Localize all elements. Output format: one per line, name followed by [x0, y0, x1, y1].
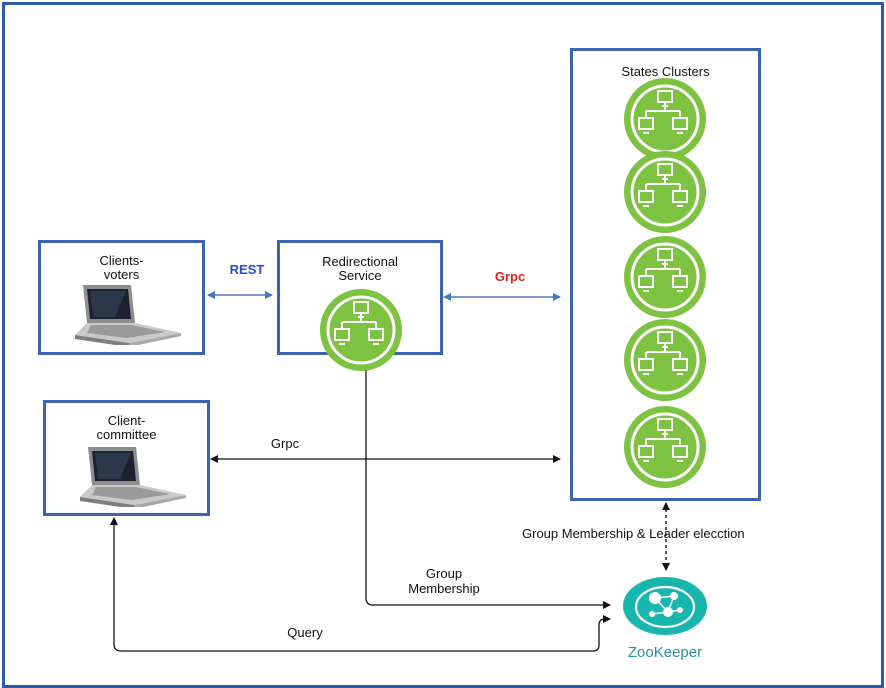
redirectional-service-label: Redirectional Service — [322, 254, 398, 283]
server-cluster-icon — [624, 78, 706, 160]
zookeeper-label: ZooKeeper — [627, 644, 703, 661]
zookeeper-cloud-icon — [623, 577, 707, 635]
laptop-icon — [75, 285, 181, 345]
states-clusters-label: States Clusters — [621, 64, 710, 79]
client-committee-box: Client- committee — [43, 400, 210, 516]
clients-voters-box: Clients- voters — [38, 240, 205, 355]
rest-label: REST — [229, 262, 265, 277]
query-arrow — [110, 517, 611, 652]
server-cluster-icon — [624, 406, 706, 488]
leader-election-label: Group Membership & Leader elecction — [522, 526, 745, 541]
query-label: Query — [287, 625, 323, 640]
grpc-committee-clusters-label: Grpc — [270, 436, 300, 451]
server-cluster-icon — [624, 319, 706, 401]
group-membership-label: Group Membership — [408, 566, 480, 596]
clients-voters-label: Clients- voters — [99, 253, 144, 282]
server-cluster-icon — [624, 151, 706, 233]
grpc-service-clusters-label: Grpc — [494, 269, 526, 284]
server-cluster-icon — [320, 289, 402, 371]
redirectional-service-box: Redirectional Service — [277, 240, 443, 371]
server-cluster-icon — [624, 236, 706, 318]
laptop-icon — [80, 447, 186, 507]
client-committee-label: Client- committee — [96, 413, 157, 442]
